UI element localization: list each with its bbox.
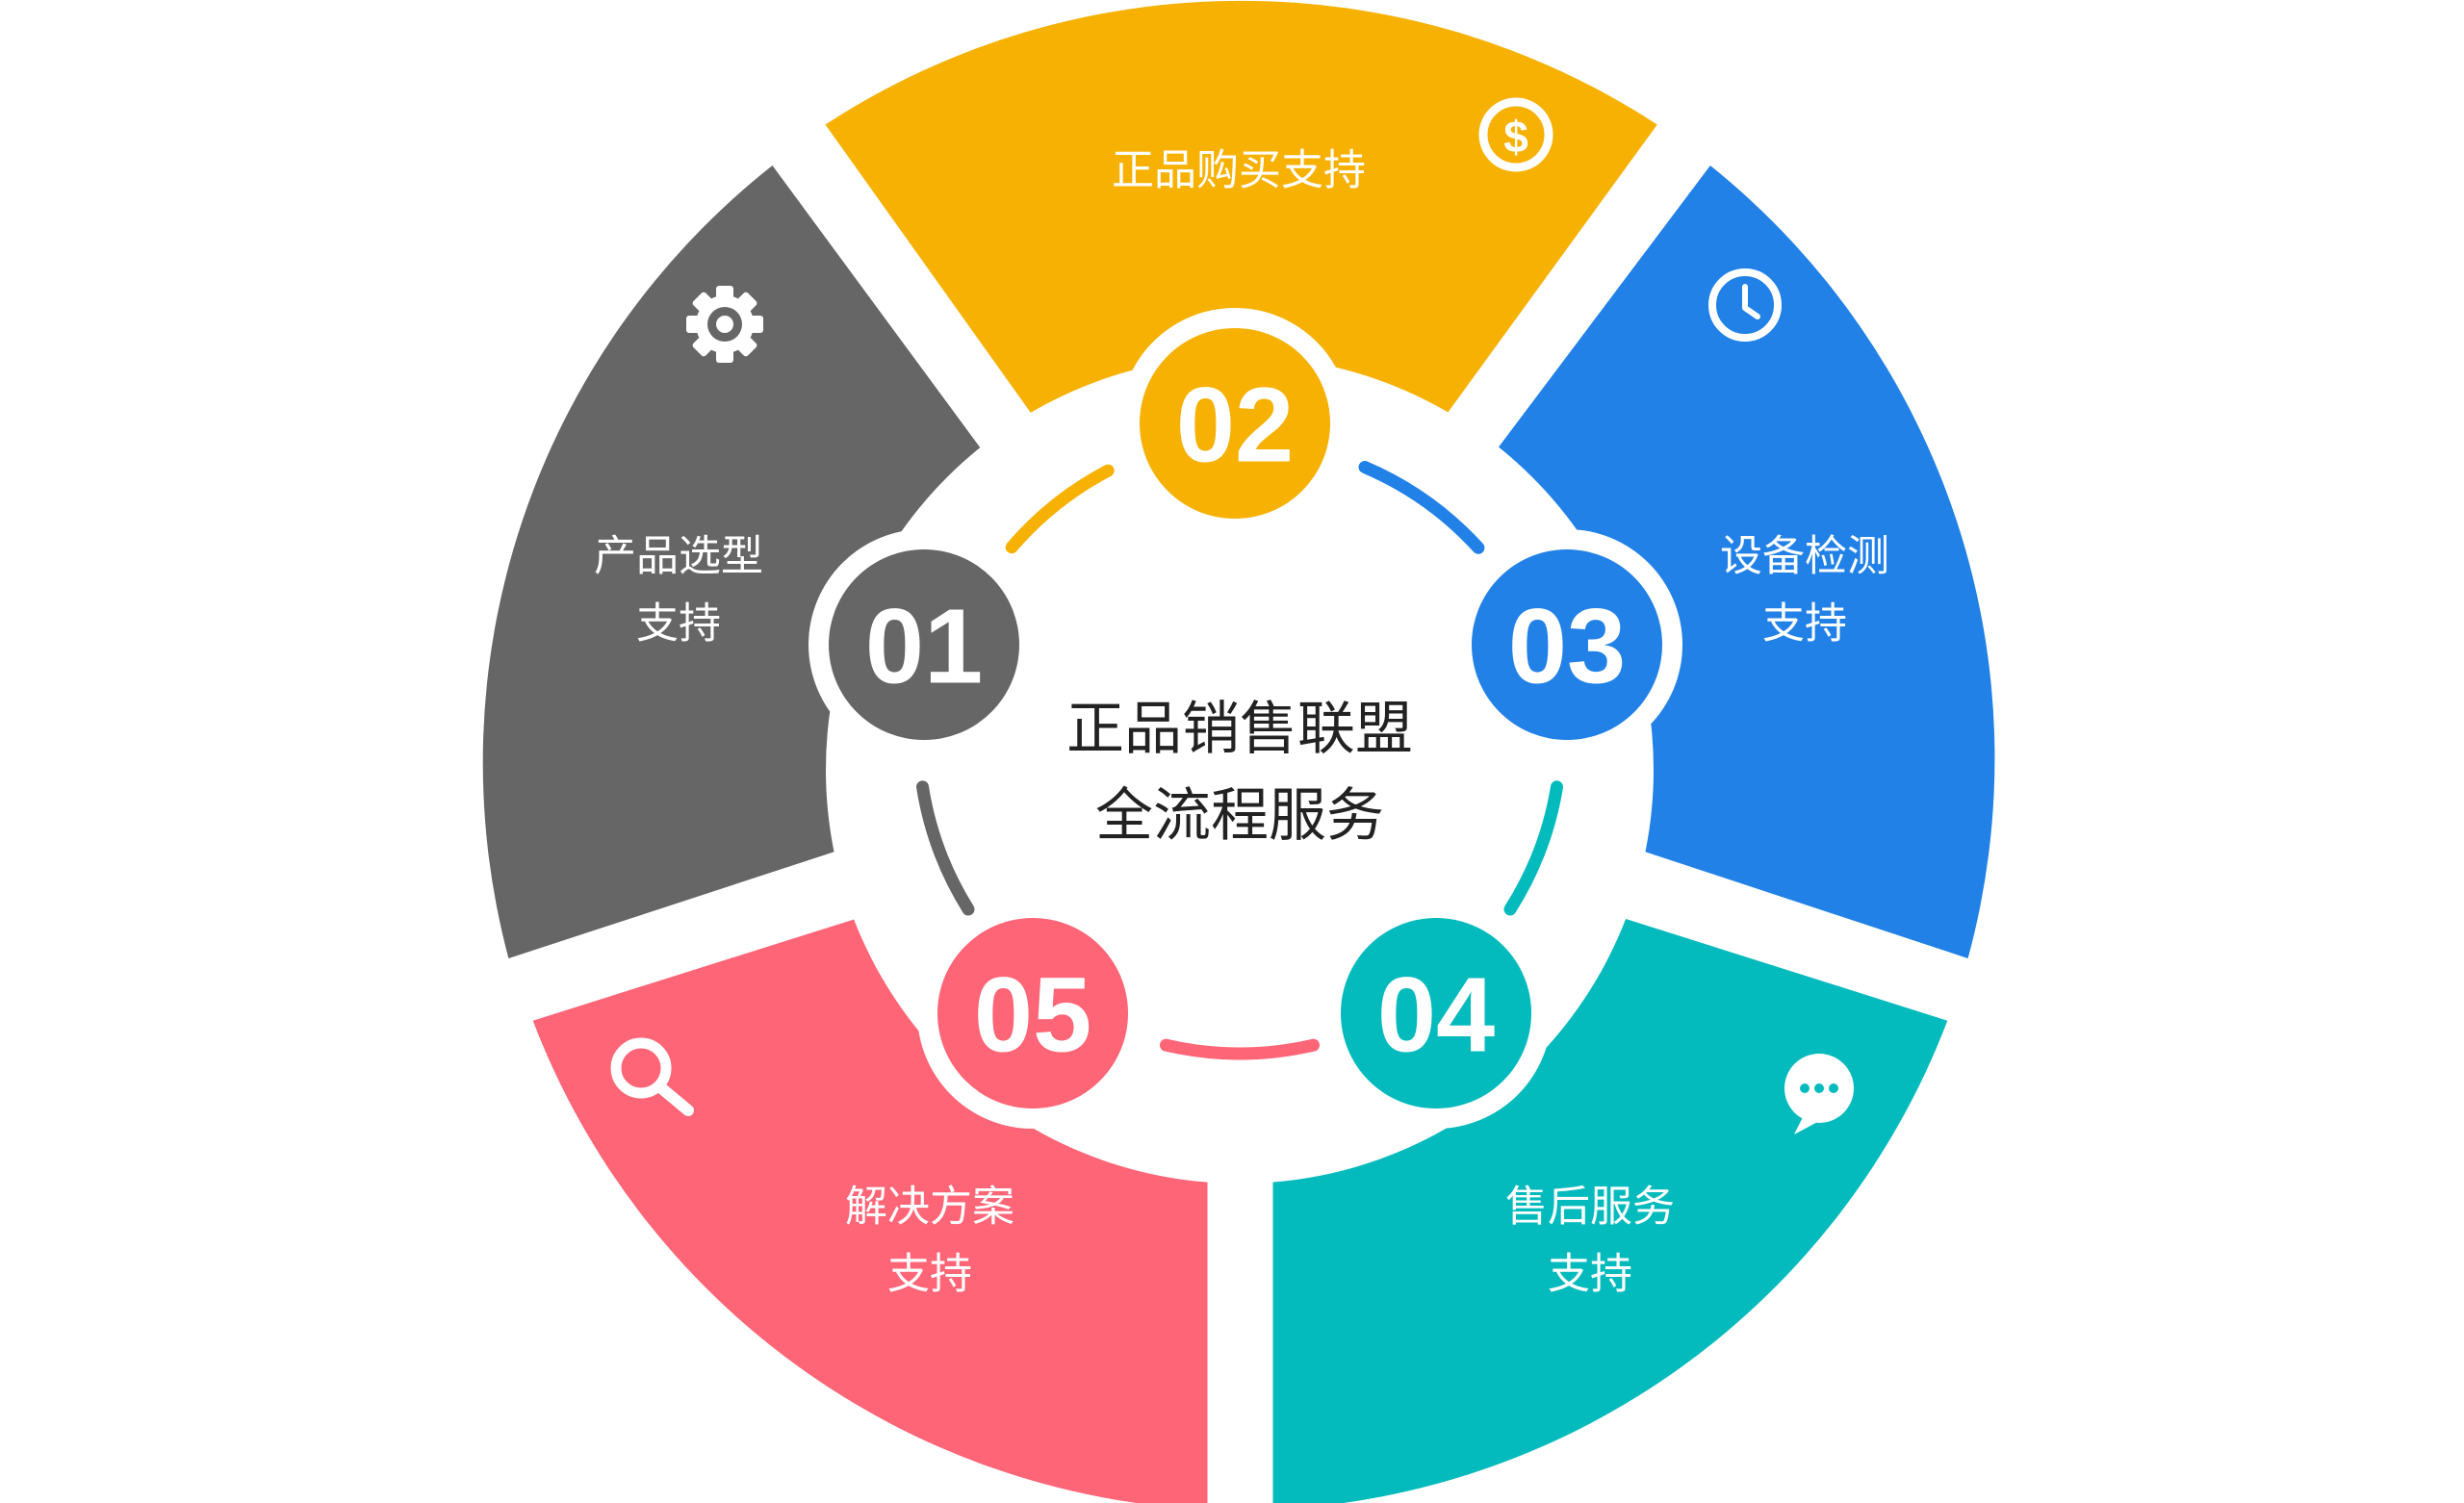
connector-arc-04-05 <box>1160 1038 1320 1060</box>
number-04: 04 <box>1377 956 1495 1075</box>
connector-arc-02-03 <box>1358 461 1485 554</box>
number-02: 02 <box>1176 367 1294 485</box>
chat-bubble-icon <box>1784 1054 1854 1134</box>
number-05: 05 <box>974 956 1091 1075</box>
segment-01-label-line-1: 产品选型 <box>594 532 763 581</box>
number-badge-02: 02 <box>1119 308 1350 539</box>
segment-05-label-line-2: 支持 <box>887 1250 972 1299</box>
number-badge-05: 05 <box>917 898 1148 1129</box>
number-circles: 01 02 03 04 05 <box>808 308 1682 1129</box>
segment-04-label-line-1: 售后服务 <box>1505 1183 1675 1232</box>
gear-icon <box>686 286 763 363</box>
number-badge-03: 03 <box>1451 529 1682 760</box>
segment-04-label: 售后服务 支持 <box>1505 1183 1675 1299</box>
segment-labels: 产品选型 支持 正品购买支持 设备检测 支持 售后服务 支持 解决方案 支持 <box>594 146 1889 1299</box>
connector-arc-03-04 <box>1503 780 1563 916</box>
number-03: 03 <box>1508 588 1626 706</box>
number-badge-04: 04 <box>1321 898 1552 1129</box>
segment-01-label-line-2: 支持 <box>636 599 721 649</box>
segment-02 <box>825 0 1657 425</box>
center-title-line-2: 全流程服务 <box>1095 782 1384 850</box>
segment-05-label: 解决方案 支持 <box>845 1183 1014 1299</box>
segment-03-label-line-2: 支持 <box>1762 599 1847 649</box>
segment-04-label-line-2: 支持 <box>1548 1250 1632 1299</box>
segment-01-label: 产品选型 支持 <box>594 532 763 649</box>
dollar-coin-icon: $ <box>1478 97 1553 172</box>
connector-arc-01-02 <box>1005 464 1115 554</box>
icons: $ <box>610 97 1854 1134</box>
connector-arc-05-01 <box>916 780 975 916</box>
clock-icon <box>1708 268 1782 342</box>
segment-02-label-line-1: 正品购买支持 <box>1112 146 1366 195</box>
center-title: 正品销售联盟 全流程服务 <box>1066 696 1413 850</box>
center-title-line-1: 正品销售联盟 <box>1066 696 1413 763</box>
segment-02-label: 正品购买支持 <box>1112 146 1366 195</box>
search-icon <box>610 1037 694 1116</box>
number-01: 01 <box>865 588 983 706</box>
segment-03-label: 设备检测 支持 <box>1720 532 1889 649</box>
svg-text:$: $ <box>1503 112 1528 162</box>
segment-05-label-line-1: 解决方案 <box>845 1183 1014 1232</box>
segment-03-label-line-1: 设备检测 <box>1720 532 1889 581</box>
number-badge-01: 01 <box>808 529 1040 760</box>
connector-arcs <box>916 461 1563 1060</box>
